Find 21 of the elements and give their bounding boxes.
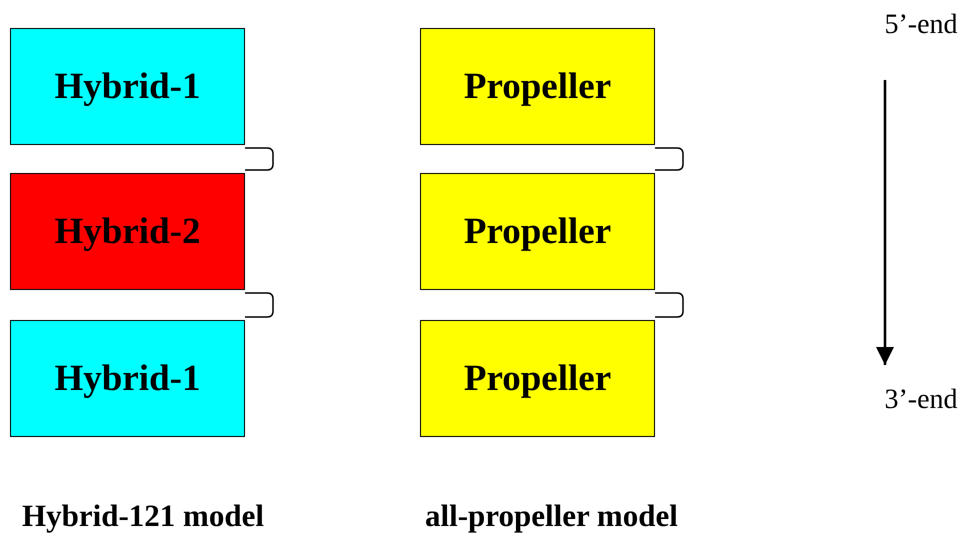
domain-name: Hybrid-1 [54, 65, 200, 108]
model-caption: all-propeller model [425, 498, 678, 534]
domain-box [10, 320, 245, 437]
direction-arrow [876, 80, 894, 365]
domain-box [420, 173, 655, 290]
end-text: 3’-end [884, 384, 958, 416]
domain-box [10, 173, 245, 290]
domain-box [420, 320, 655, 437]
linker-loop [244, 147, 274, 171]
domain-name: Propeller [464, 65, 612, 108]
domain-name: Hybrid-2 [54, 210, 200, 253]
domain-name: Propeller [464, 357, 612, 400]
domain-name: Propeller [464, 210, 612, 253]
domain-box [420, 28, 655, 145]
model-caption: Hybrid-121 model [22, 498, 264, 534]
domain-box [10, 28, 245, 145]
linker-loop [654, 292, 684, 318]
end-text: 5’-end [884, 9, 958, 41]
linker-loop [654, 147, 684, 171]
linker-loop [244, 292, 274, 318]
domain-name: Hybrid-1 [54, 357, 200, 400]
